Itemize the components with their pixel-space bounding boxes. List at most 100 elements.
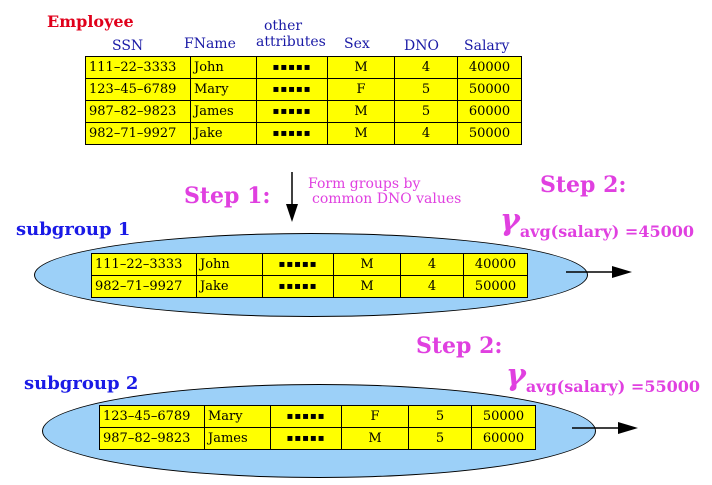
cell-fname-text: John bbox=[194, 60, 224, 75]
cell-other: ▪▪▪▪▪ bbox=[256, 78, 328, 101]
cell-sex-text: M bbox=[360, 257, 374, 272]
step2-label-1: Step 2: bbox=[540, 172, 627, 198]
cell-dno-text: 4 bbox=[421, 126, 431, 141]
cell-fname-text: James bbox=[194, 104, 234, 119]
cell-sex: M bbox=[327, 122, 395, 145]
gamma-symbol-2: γ bbox=[506, 358, 526, 393]
cell-dno-text: 5 bbox=[435, 431, 445, 446]
cell-sex-text: F bbox=[370, 409, 380, 424]
cell-ssn: 123–45–6789 bbox=[99, 405, 205, 428]
cell-other-text: ▪▪▪▪▪ bbox=[272, 128, 312, 139]
cell-fname: James bbox=[204, 427, 271, 450]
header-other-line2: attributes bbox=[256, 34, 326, 50]
cell-dno-text: 5 bbox=[421, 82, 431, 97]
cell-dno: 5 bbox=[408, 427, 472, 450]
cell-fname-text: Jake bbox=[200, 279, 229, 294]
cell-other: ▪▪▪▪▪ bbox=[262, 275, 334, 298]
cell-other: ▪▪▪▪▪ bbox=[262, 253, 334, 276]
cell-dno-text: 4 bbox=[427, 257, 437, 272]
cell-salary-text: 60000 bbox=[468, 104, 511, 119]
cell-other-text: ▪▪▪▪▪ bbox=[286, 411, 326, 422]
cell-dno: 4 bbox=[400, 253, 464, 276]
cell-fname-text: Mary bbox=[194, 82, 229, 97]
table-row: 123–45–6789 Mary ▪▪▪▪▪ F 5 50000 bbox=[99, 405, 536, 428]
step1-label: Step 1: bbox=[184, 183, 271, 209]
cell-salary-text: 50000 bbox=[482, 409, 525, 424]
subgroup2-table: 123–45–6789 Mary ▪▪▪▪▪ F 5 50000 987–82–9823 Ja… bbox=[99, 405, 536, 450]
cell-salary: 50000 bbox=[457, 78, 522, 101]
cell-dno-text: 5 bbox=[435, 409, 445, 424]
header-ssn: SSN bbox=[112, 38, 144, 54]
cell-salary: 40000 bbox=[457, 56, 522, 79]
cell-salary: 50000 bbox=[463, 275, 528, 298]
cell-ssn: 982–71–9927 bbox=[85, 122, 191, 145]
subgroup2-label: subgroup 2 bbox=[24, 373, 139, 394]
cell-salary-text: 50000 bbox=[468, 126, 511, 141]
cell-dno: 4 bbox=[394, 122, 458, 145]
cell-other: ▪▪▪▪▪ bbox=[256, 122, 328, 145]
cell-other-text: ▪▪▪▪▪ bbox=[278, 281, 318, 292]
aggregate-1-expr: avg(salary) =45000 bbox=[519, 222, 694, 241]
cell-fname: James bbox=[190, 100, 257, 123]
aggregate-1: γavg(salary) =45000 bbox=[500, 203, 694, 241]
cell-ssn-text: 987–82–9823 bbox=[103, 431, 191, 446]
cell-fname-text: Jake bbox=[194, 126, 223, 141]
cell-dno-text: 4 bbox=[427, 279, 437, 294]
cell-dno-text: 5 bbox=[421, 104, 431, 119]
cell-ssn: 987–82–9823 bbox=[99, 427, 205, 450]
cell-sex: M bbox=[333, 253, 401, 276]
step2-label-2: Step 2: bbox=[416, 333, 503, 359]
cell-dno: 4 bbox=[394, 56, 458, 79]
cell-salary-text: 40000 bbox=[468, 60, 511, 75]
cell-ssn-text: 987–82–9823 bbox=[89, 104, 177, 119]
cell-fname: Jake bbox=[196, 275, 263, 298]
header-sex: Sex bbox=[344, 36, 370, 52]
cell-other: ▪▪▪▪▪ bbox=[256, 100, 328, 123]
cell-sex-text: M bbox=[360, 279, 374, 294]
cell-ssn-text: 123–45–6789 bbox=[89, 82, 177, 97]
table-row: 982–71–9927 Jake ▪▪▪▪▪ M 4 50000 bbox=[91, 275, 528, 298]
gamma-symbol-1: γ bbox=[500, 203, 520, 238]
cell-ssn: 987–82–9823 bbox=[85, 100, 191, 123]
cell-salary-text: 50000 bbox=[474, 279, 517, 294]
header-salary: Salary bbox=[464, 38, 510, 54]
cell-ssn: 982–71–9927 bbox=[91, 275, 197, 298]
cell-ssn-text: 982–71–9927 bbox=[89, 126, 177, 141]
cell-sex: F bbox=[327, 78, 395, 101]
cell-sex: M bbox=[341, 427, 409, 450]
table-row: 982–71–9927 Jake ▪▪▪▪▪ M 4 50000 bbox=[85, 122, 522, 145]
cell-dno: 5 bbox=[394, 100, 458, 123]
cell-other: ▪▪▪▪▪ bbox=[256, 56, 328, 79]
cell-dno: 4 bbox=[400, 275, 464, 298]
step1-desc-line1: Form groups by bbox=[308, 176, 421, 192]
cell-sex-text: F bbox=[356, 82, 366, 97]
cell-salary: 50000 bbox=[471, 405, 536, 428]
cell-salary-text: 40000 bbox=[474, 257, 517, 272]
arrow-down-icon bbox=[286, 172, 298, 222]
cell-sex: M bbox=[327, 100, 395, 123]
cell-sex: F bbox=[341, 405, 409, 428]
cell-other-text: ▪▪▪▪▪ bbox=[272, 84, 312, 95]
cell-fname-text: John bbox=[200, 257, 230, 272]
cell-other: ▪▪▪▪▪ bbox=[270, 405, 342, 428]
cell-fname-text: James bbox=[208, 431, 248, 446]
employee-title: Employee bbox=[47, 12, 134, 31]
table-row: 123–45–6789 Mary ▪▪▪▪▪ F 5 50000 bbox=[85, 78, 522, 101]
cell-ssn-text: 982–71–9927 bbox=[95, 279, 183, 294]
cell-fname-text: Mary bbox=[208, 409, 243, 424]
cell-ssn: 111–22–3333 bbox=[91, 253, 197, 276]
cell-fname: John bbox=[196, 253, 263, 276]
cell-ssn: 111–22–3333 bbox=[85, 56, 191, 79]
cell-ssn-text: 111–22–3333 bbox=[89, 60, 177, 75]
cell-ssn-text: 123–45–6789 bbox=[103, 409, 191, 424]
cell-sex: M bbox=[327, 56, 395, 79]
arrow-right-icon bbox=[566, 266, 632, 278]
aggregate-2-expr: avg(salary) =55000 bbox=[525, 377, 700, 396]
cell-other-text: ▪▪▪▪▪ bbox=[272, 62, 312, 73]
cell-sex: M bbox=[333, 275, 401, 298]
cell-salary: 40000 bbox=[463, 253, 528, 276]
